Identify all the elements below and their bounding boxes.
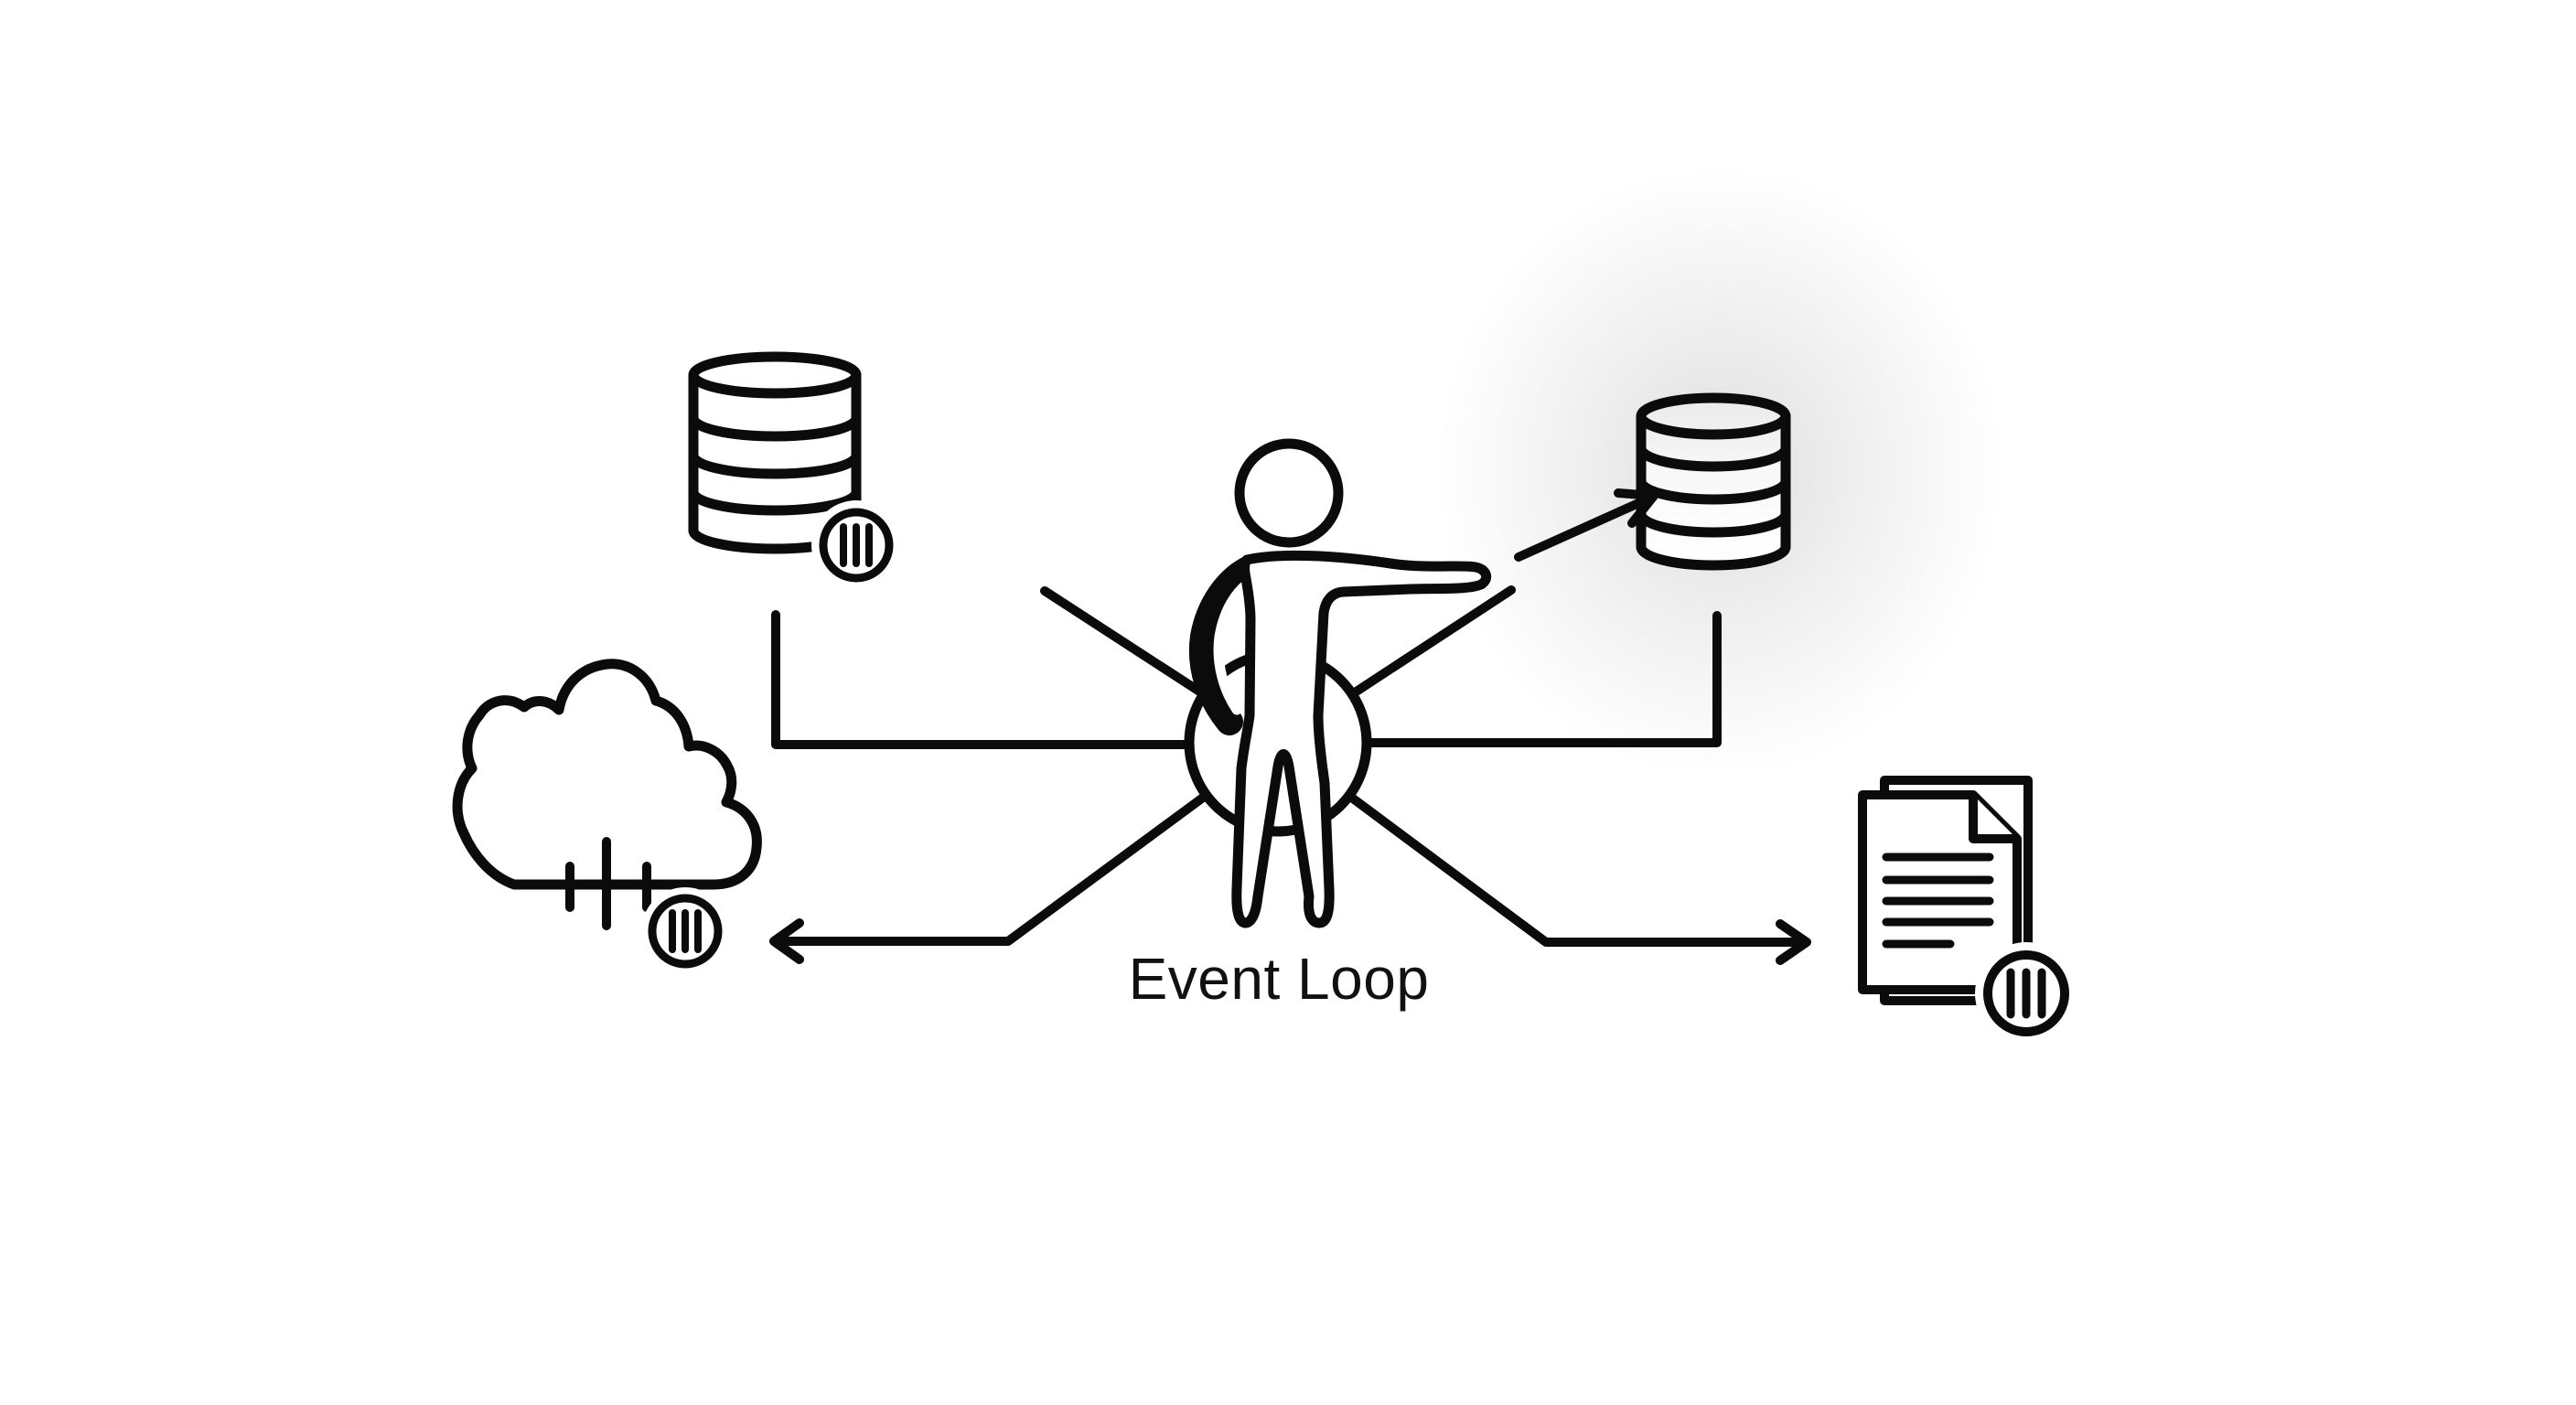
spoke-upper-right <box>1347 585 1516 699</box>
page-fold-corner <box>1969 795 2017 843</box>
hand-pointer-arrow <box>1514 488 1658 562</box>
page-text-lines <box>1882 853 1994 949</box>
event-loop-label: Event Loop <box>1128 946 1430 1012</box>
vertical-bars-badge-icon <box>811 500 901 590</box>
connector-arrow-left <box>773 790 1211 946</box>
person-left-arm <box>1188 555 1263 735</box>
database-top-right-icon <box>1636 392 1791 571</box>
connector-right-bracket <box>1362 611 1722 747</box>
connector-arrow-right <box>1345 791 1809 947</box>
arrowhead-left-icon <box>769 918 804 964</box>
spoke-upper-left <box>1040 586 1208 699</box>
person-head <box>1234 438 1344 548</box>
vertical-bars-badge-icon <box>641 887 729 975</box>
database-top-left-icon <box>688 351 901 590</box>
arrowhead-pointer-icon <box>1614 488 1658 528</box>
connector-left-bracket <box>771 610 1194 749</box>
cloud-icon <box>452 659 762 975</box>
person-body <box>1231 550 1492 928</box>
arrowhead-right-icon <box>1776 919 1811 965</box>
vertical-bars-badge-icon <box>1975 942 2077 1045</box>
documents-icon <box>1858 776 2077 1045</box>
person-icon <box>1188 438 1492 928</box>
